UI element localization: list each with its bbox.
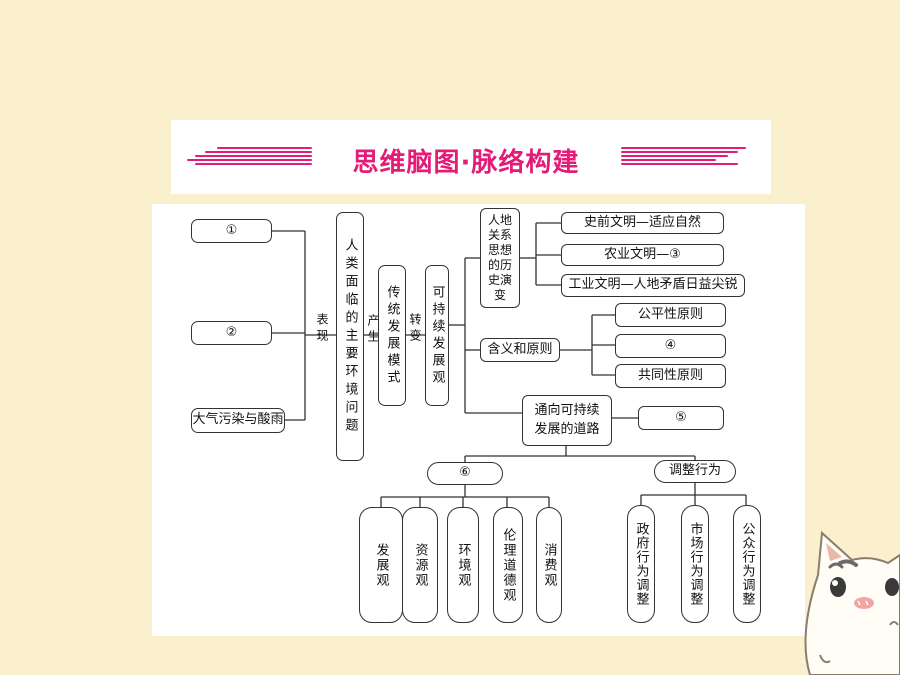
meaning-principles-box: 含义和原则 bbox=[480, 338, 560, 362]
market-adjust-box: 市场行为调整 bbox=[681, 505, 709, 623]
gov-adjust-box: 政府行为调整 bbox=[627, 505, 655, 623]
placeholder-4-box: ④ bbox=[615, 334, 726, 358]
road-box: 通向可持续发展的道路 bbox=[522, 395, 612, 446]
commonality-text: 共同性原则 bbox=[637, 367, 703, 383]
road-text: 通向可持续发展的道路 bbox=[534, 402, 600, 437]
dev-view-box: 发展观 bbox=[359, 507, 403, 623]
label-transform: 转变 bbox=[408, 313, 422, 345]
label-produce: 产生 bbox=[366, 314, 380, 346]
commonality-box: 共同性原则 bbox=[615, 364, 726, 388]
main-problems-text: 人类面临的主要环境问题 bbox=[342, 237, 358, 436]
ethics-view-text: 伦理道德观 bbox=[500, 527, 516, 603]
placeholder-2-box: ② bbox=[191, 321, 272, 345]
env-view-box: 环境观 bbox=[447, 507, 479, 623]
prehistoric-text: 史前文明—适应自然 bbox=[583, 214, 701, 230]
placeholder-6-text: ⑥ bbox=[459, 465, 471, 481]
consumption-view-box: 消费观 bbox=[536, 507, 562, 623]
public-adjust-box: 公众行为调整 bbox=[733, 505, 761, 623]
cat-mascot-icon bbox=[804, 530, 900, 675]
consumption-view-text: 消费观 bbox=[541, 542, 557, 588]
resource-view-text: 资源观 bbox=[412, 542, 428, 588]
main-problems-box: 人类面临的主要环境问题 bbox=[336, 212, 364, 461]
placeholder-2-text: ② bbox=[225, 324, 238, 340]
meaning-principles-text: 含义和原则 bbox=[487, 341, 553, 357]
traditional-mode-box: 传统发展模式 bbox=[378, 265, 406, 406]
env-view-text: 环境观 bbox=[455, 542, 471, 588]
placeholder-4-text: ④ bbox=[664, 337, 677, 353]
ethics-view-box: 伦理道德观 bbox=[493, 507, 523, 623]
placeholder-5-text: ⑤ bbox=[675, 409, 687, 425]
placeholder-5-box: ⑤ bbox=[638, 406, 724, 430]
adjust-behavior-text: 调整行为 bbox=[668, 463, 721, 479]
placeholder-1-text: ① bbox=[225, 222, 238, 238]
prehistoric-box: 史前文明—适应自然 bbox=[561, 212, 724, 234]
banner-decoration-right bbox=[621, 147, 746, 169]
banner-decoration-left bbox=[187, 147, 312, 169]
fairness-box: 公平性原则 bbox=[615, 303, 726, 327]
banner-title: 思维脑图·脉络构建 bbox=[352, 148, 580, 178]
agricultural-text: 农业文明—③ bbox=[604, 246, 681, 262]
industrial-text: 工业文明—人地矛盾日益尖锐 bbox=[568, 277, 738, 293]
gov-adjust-text: 政府行为调整 bbox=[633, 522, 649, 606]
placeholder-1-box: ① bbox=[191, 219, 272, 243]
adjust-behavior-box: 调整行为 bbox=[654, 460, 736, 483]
public-adjust-text: 公众行为调整 bbox=[739, 522, 755, 606]
market-adjust-text: 市场行为调整 bbox=[687, 522, 703, 606]
agricultural-box: 农业文明—③ bbox=[561, 244, 724, 266]
fairness-text: 公平性原则 bbox=[637, 306, 703, 322]
sustainable-view-box: 可持续发展观 bbox=[425, 265, 449, 406]
placeholder-6-box: ⑥ bbox=[427, 462, 503, 485]
label-manifest: 表现 bbox=[315, 313, 329, 345]
human-land-thought-text: 人地关系思想的历史演变 bbox=[487, 213, 512, 302]
title-banner: 思维脑图·脉络构建 bbox=[171, 120, 771, 194]
industrial-box: 工业文明—人地矛盾日益尖锐 bbox=[561, 274, 745, 297]
acid-rain-box: 大气污染与酸雨 bbox=[191, 408, 285, 433]
traditional-mode-text: 传统发展模式 bbox=[384, 284, 400, 387]
acid-rain-text: 大气污染与酸雨 bbox=[192, 412, 284, 428]
sustainable-view-text: 可持续发展观 bbox=[429, 284, 445, 387]
resource-view-box: 资源观 bbox=[402, 507, 438, 623]
dev-view-text: 发展观 bbox=[373, 542, 389, 588]
human-land-thought-box: 人地关系思想的历史演变 bbox=[480, 208, 520, 308]
